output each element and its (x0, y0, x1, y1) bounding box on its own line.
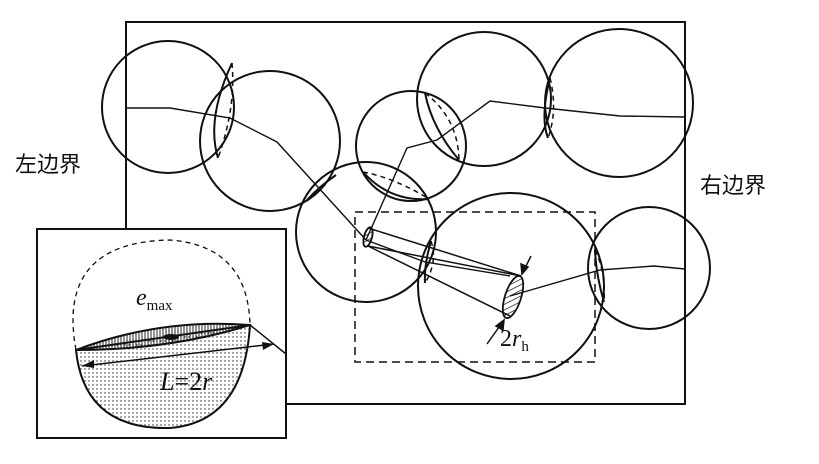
length-label: L=2r (159, 367, 213, 396)
pore-1 (101, 40, 235, 174)
flow-path-upper (365, 100, 686, 241)
throat-radius-arrows (486, 255, 532, 345)
throat-lens-6-7-dashed (424, 240, 435, 284)
throat-cone (367, 227, 522, 317)
flow-paths (126, 100, 686, 297)
inset-arrowhead-left (82, 360, 94, 368)
throat-lens-2-6 (306, 174, 337, 201)
throat-lens-7-8-dashed (594, 249, 606, 303)
pore-5 (544, 28, 694, 178)
flow-path-right (509, 265, 686, 297)
throat-lens-3-4 (424, 92, 460, 161)
inset-dimension-line (81, 343, 275, 367)
throat-radius-label: 2rh (500, 326, 529, 355)
zoom-box (354, 211, 596, 363)
inset-solid-hemisphere (74, 323, 252, 430)
throat-lens-4-5 (543, 77, 551, 139)
right-boundary-label: 右边界 (700, 174, 766, 199)
domain-boundary (125, 21, 686, 405)
pore-4 (416, 31, 552, 167)
flow-path-center (365, 239, 511, 277)
throat-ellipse-large (501, 275, 525, 319)
throat-lens-3-6-dashed (362, 171, 430, 200)
throat-lens-1-2 (213, 62, 233, 159)
inset-panel: emax L=2r (36, 228, 287, 439)
inset-dashed-sphere (72, 239, 251, 351)
flow-path-left (126, 107, 367, 241)
pore-2 (199, 70, 341, 212)
inset-extension-line (249, 324, 287, 355)
throat-ellipse-small (362, 226, 374, 248)
throat-lens-7-8 (594, 249, 605, 303)
left-boundary-label: 左边界 (15, 153, 81, 178)
emax-label: emax (136, 285, 173, 314)
throat-lens-3-6 (362, 171, 430, 201)
inset-throat-marker (163, 334, 179, 340)
throat-lenses (213, 62, 606, 303)
throat-lens-3-4-dashed (424, 92, 460, 161)
pore-3 (355, 90, 467, 202)
throat-lens-6-7 (423, 240, 432, 284)
throat-lens-1-2-dashed (217, 62, 234, 159)
pore-8 (587, 206, 711, 330)
inset-arrowhead-right (262, 342, 274, 350)
